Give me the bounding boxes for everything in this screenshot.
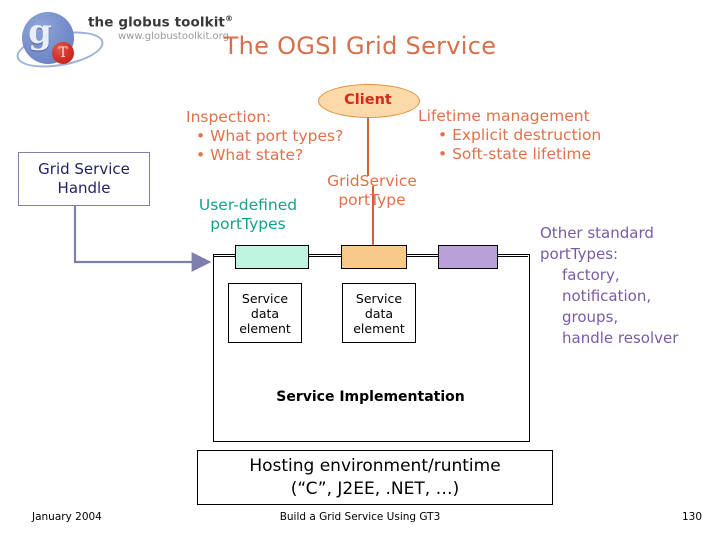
connector-segment-1 xyxy=(213,255,235,257)
porttype-box-other-standard[interactable] xyxy=(438,245,498,269)
sde2-line3: element xyxy=(353,320,405,336)
lifetime-annotation: Lifetime management • Explicit destructi… xyxy=(418,107,601,164)
grid-service-handle-box[interactable]: Grid Service Handle xyxy=(18,152,150,206)
footer-title: Build a Grid Service Using GT3 xyxy=(279,511,441,523)
connector-segment-3 xyxy=(405,255,438,257)
inspection-bullet-2: • What state? xyxy=(196,146,304,164)
service-implementation-label: Service Implementation xyxy=(276,389,465,405)
logo-url-text: www.globustoolkit.org xyxy=(118,31,229,42)
logo-brand-text: the globus toolkit® xyxy=(88,14,234,31)
sde2-line1: Service xyxy=(355,290,403,306)
lifetime-bullet-2: • Soft-state lifetime xyxy=(438,145,592,163)
inspection-annotation: Inspection: • What port types? • What st… xyxy=(186,108,343,165)
service-data-element-2[interactable]: Service data element xyxy=(342,283,416,343)
gridservice-line2: portType xyxy=(338,191,406,209)
hosting-environment-box: Hosting environment/runtime (“C”, J2EE, … xyxy=(197,450,553,505)
footer-page-number: 130 xyxy=(681,511,702,523)
sde1-line1: Service xyxy=(241,290,289,306)
logo-letter-t: T xyxy=(58,45,68,61)
grid-service-handle-line1: Grid Service xyxy=(38,160,130,178)
sde1-line2: data xyxy=(250,305,280,321)
gridservice-line1: GridService xyxy=(327,172,417,190)
hosting-line1: Hosting environment/runtime xyxy=(249,455,501,476)
globus-toolkit-logo: g T the globus toolkit® www.globustoolki… xyxy=(13,6,244,74)
hosting-line2: (“C”, J2EE, .NET, …) xyxy=(290,478,460,499)
porttype-box-gridservice[interactable] xyxy=(341,245,407,269)
service-data-element-1[interactable]: Service data element xyxy=(228,283,302,343)
other-standard-porttypes-label: Other standard portTypes: factory, notif… xyxy=(540,223,720,349)
client-label: Client xyxy=(344,92,392,108)
other-porttypes-item-1: factory, xyxy=(562,266,620,284)
client-node[interactable] xyxy=(318,84,420,118)
sde1-line3: element xyxy=(239,320,291,336)
lifetime-bullet-1: • Explicit destruction xyxy=(438,126,602,144)
gridservice-porttype-label: GridService portType xyxy=(312,172,432,210)
porttype-box-user-defined[interactable] xyxy=(235,245,309,269)
other-porttypes-heading: Other standard portTypes: xyxy=(540,224,654,263)
other-porttypes-item-3: groups, xyxy=(562,308,619,326)
logo-letter-g: g xyxy=(28,12,52,52)
footer-date: January 2004 xyxy=(32,511,102,523)
lifetime-heading: Lifetime management xyxy=(418,107,590,125)
inspection-bullet-1: • What port types? xyxy=(196,127,344,145)
grid-service-handle-line2: Handle xyxy=(57,179,111,197)
user-defined-line1: User-defined xyxy=(198,196,298,214)
user-defined-line2: portTypes xyxy=(210,215,286,233)
connector-segment-2 xyxy=(307,255,341,257)
other-porttypes-item-4: handle resolver xyxy=(562,329,679,347)
logo-trademark: ® xyxy=(225,14,234,23)
user-defined-porttypes-label: User-defined portTypes xyxy=(178,196,318,234)
inspection-heading: Inspection: xyxy=(186,108,272,126)
other-porttypes-item-2: notification, xyxy=(562,287,652,305)
page-title: The OGSI Grid Service xyxy=(223,32,497,60)
sde2-line2: data xyxy=(364,305,394,321)
logo-t-badge-icon: T xyxy=(52,42,74,64)
connector-segment-4 xyxy=(496,255,528,257)
